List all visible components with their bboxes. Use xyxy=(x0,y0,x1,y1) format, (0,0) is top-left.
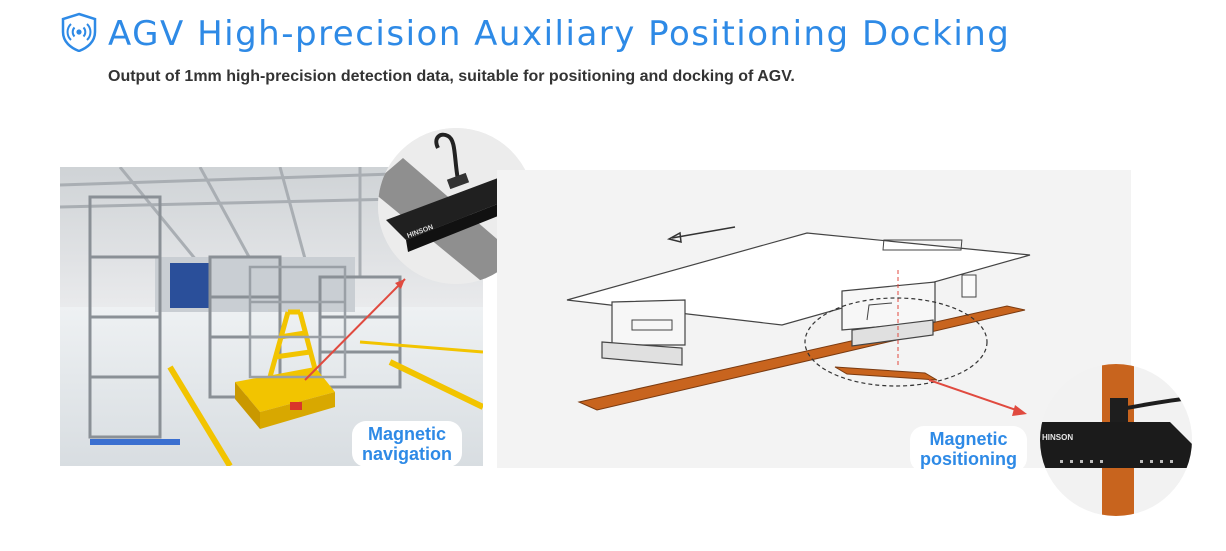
magnetic-positioning-line1: Magnetic xyxy=(929,429,1008,449)
magnetic-navigation-line2: navigation xyxy=(362,444,453,464)
magnetic-navigation-line1: Magnetic xyxy=(368,424,447,444)
shield-signal-icon xyxy=(60,12,98,52)
sensor-brand-text-2: HINSON xyxy=(1042,433,1073,442)
magnetic-navigation-label: Magnetic navigation xyxy=(352,421,463,467)
magnetic-positioning-label: Magnetic positioning xyxy=(910,426,1027,472)
magnetic-positioning-closeup-circle: HINSON xyxy=(1040,364,1192,516)
magnetic-positioning-line2: positioning xyxy=(920,449,1017,469)
page-subtitle: Output of 1mm high-precision detection d… xyxy=(108,68,795,85)
page-title: AGV High-precision Auxiliary Positioning… xyxy=(108,14,1011,54)
sensor-closeup-circle: HINSON xyxy=(378,128,534,284)
positioning-diagram xyxy=(497,170,1131,468)
